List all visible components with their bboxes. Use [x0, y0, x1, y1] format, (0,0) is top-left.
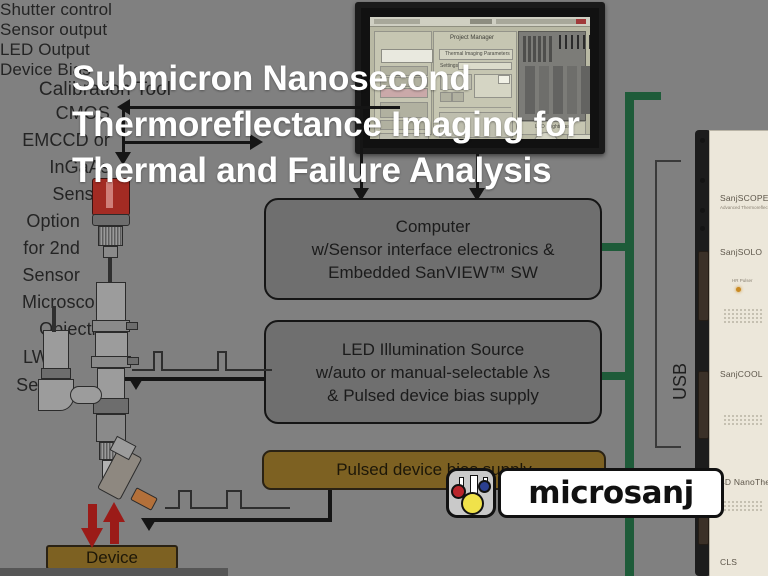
rack-unit: CLS — [710, 549, 768, 576]
device-bias-horizontal — [148, 518, 332, 522]
rack-frame — [695, 130, 711, 576]
heat-arrow-up-stem — [110, 512, 119, 544]
tube-knob-2 — [127, 357, 139, 365]
app-image-view — [518, 31, 590, 121]
tube-knob-1 — [126, 322, 138, 330]
app-parameters-panel: Project Manager Thermal Imaging Paramete… — [433, 31, 517, 138]
led-output-line — [120, 377, 265, 381]
shutter-control-label: Shutter control — [0, 0, 113, 19]
logo-circle-blue — [478, 480, 491, 493]
app-dial-label: LED Brightness — [535, 124, 570, 130]
page-title: Submicron Nanosecond Thermoreflectance I… — [72, 59, 580, 190]
led-box-text: LED Illumination Source w/auto or manual… — [315, 339, 551, 405]
rack-body: SanjSCOPE Advanced Thermoreflectance San… — [698, 130, 768, 576]
device-stage — [0, 568, 228, 576]
tube-stage — [96, 414, 126, 442]
computer-monitor: Project Manager Thermal Imaging Paramete… — [355, 2, 605, 154]
monitor-screen: Project Manager Thermal Imaging Paramete… — [370, 17, 590, 139]
tube-ring-2 — [91, 356, 131, 368]
calibration-tool-label: Calibration Tool — [38, 79, 172, 100]
microsanj-logomark — [446, 468, 496, 518]
heat-arrow-down-stem — [88, 504, 97, 536]
usb-bracket-bottom — [655, 446, 681, 448]
device-bias-waveform — [165, 490, 290, 509]
usb-cable-branch-computer — [600, 243, 634, 251]
rack-unit-sublabel: HR Pulser — [732, 278, 753, 283]
second-sensor-elbow — [38, 379, 74, 411]
camera-coupler — [98, 226, 123, 246]
sensor-output-arrow — [250, 134, 263, 150]
sensor-output-label: Sensor output — [0, 20, 108, 39]
app-title-text: Project Manager — [450, 35, 495, 41]
app-titlebar — [370, 17, 590, 27]
usb-cable-vertical — [625, 92, 634, 576]
microsanj-wordmark-text: microsanj — [528, 474, 694, 511]
rack-unit-label: SanjSCOPE — [720, 193, 768, 203]
rack-unit: SanjSOLO HR Pulser — [698, 241, 768, 364]
tube-beamsplitter — [95, 332, 128, 360]
monitor-to-computer-line — [476, 154, 479, 194]
second-sensor-cable — [52, 306, 56, 332]
led-pulse-waveform — [132, 351, 272, 371]
shutter-to-camera-line — [122, 108, 125, 156]
led-illumination-box: LED Illumination Source w/auto or manual… — [264, 320, 602, 424]
rack-unit: SanjCOOL — [698, 363, 768, 474]
second-sensor-body — [43, 330, 69, 372]
usb-bracket-top — [655, 160, 681, 162]
sensor-stack-label: CMOS EMCCD or InGaAs Sensor — [22, 103, 110, 204]
usb-label: USB — [670, 362, 690, 400]
rack-unit-label: CLS — [720, 557, 738, 567]
rack-unit-sublabel: Advanced Thermoreflectance — [720, 205, 768, 210]
device-bias-arrow — [141, 518, 157, 531]
second-sensor-label: Option for 2nd Sensor — [22, 211, 80, 285]
rack-unit: SanjSCOPE Advanced Thermoreflectance — [710, 131, 768, 242]
camera-cable — [108, 258, 112, 282]
shutter-control-line — [130, 106, 400, 109]
rack-unit-label: SanjSOLO — [720, 247, 763, 257]
second-sensor-collar — [41, 368, 71, 379]
device-bias-vertical — [328, 490, 332, 522]
sensor-to-computer-line — [360, 108, 363, 194]
device-box-text: Device — [86, 547, 138, 567]
heat-arrow-down-head — [81, 528, 103, 548]
sensor-output-line — [122, 141, 252, 144]
app-brightness-panel: LED Brightness — [518, 121, 590, 139]
lwir-sensor-tip — [130, 487, 158, 511]
tube-collar — [93, 398, 129, 414]
heat-arrow-up-head — [103, 502, 125, 522]
shutter-to-camera-arrow — [115, 152, 131, 165]
sensor-to-computer-arrow — [353, 188, 369, 201]
usb-bracket-vertical — [655, 160, 657, 448]
shutter-control-arrow — [117, 99, 130, 115]
camera-base — [92, 214, 130, 226]
tube-upper — [96, 282, 126, 324]
microsanj-logo: microsanj — [446, 466, 724, 520]
microsanj-wordmark: microsanj — [498, 468, 724, 518]
rack-unit-label: SanjCOOL — [720, 369, 763, 379]
usb-cable-branch-led — [600, 372, 634, 380]
computer-box-text: Computer w/Sensor interface electronics … — [311, 216, 555, 282]
device-box: Device — [46, 545, 178, 570]
app-field-label: Settings — [440, 63, 459, 69]
device-bias-label: Device Bias — [0, 60, 91, 79]
app-panel-heading: Thermal Imaging Parameters — [445, 51, 510, 57]
usb-cable-top — [625, 92, 661, 100]
camera-highlight — [106, 182, 113, 208]
logo-circle-red — [451, 484, 466, 499]
instrument-rack: SanjSCOPE Advanced Thermoreflectance San… — [695, 130, 768, 576]
logo-circle-yellow — [461, 492, 484, 515]
rack-unit-label: 4D NanoTherm — [720, 477, 768, 487]
app-logo — [381, 49, 433, 63]
monitor-to-computer-arrow — [469, 188, 485, 201]
tube-ring-1 — [92, 320, 130, 332]
app-left-panel — [374, 31, 433, 139]
second-sensor-arm — [70, 386, 102, 404]
computer-box: Computer w/Sensor interface electronics … — [264, 198, 602, 300]
led-output-label: LED Output — [0, 40, 90, 59]
led-output-arrow — [128, 377, 144, 390]
camera-neck — [103, 246, 118, 258]
